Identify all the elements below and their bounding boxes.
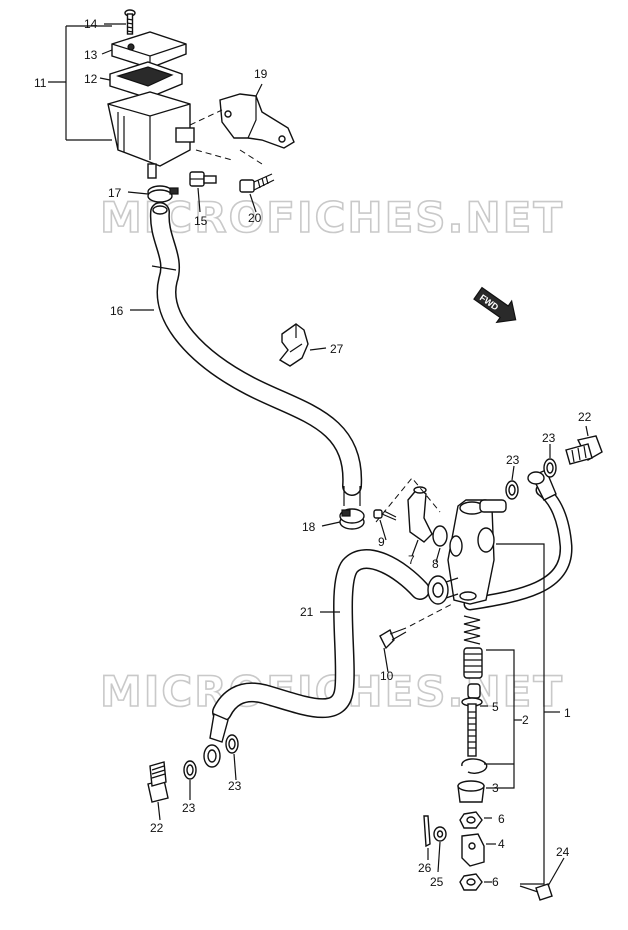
bolt-10 bbox=[379, 603, 453, 650]
label-20: 20 bbox=[248, 211, 262, 225]
part-labels: 11 12 13 14 17 15 20 19 16 27 18 21 9 7 … bbox=[34, 17, 592, 889]
label-23-d: 23 bbox=[228, 779, 242, 793]
banjo-bolt-22-upper bbox=[565, 435, 603, 465]
label-7: 7 bbox=[408, 553, 415, 567]
screw-9 bbox=[373, 509, 397, 521]
label-16: 16 bbox=[110, 304, 124, 318]
label-8: 8 bbox=[432, 557, 439, 571]
clevis-4 bbox=[461, 833, 485, 867]
label-5: 5 bbox=[492, 700, 499, 714]
reservoir-cap-13 bbox=[111, 31, 187, 69]
label-22-top: 22 bbox=[578, 410, 592, 424]
label-26: 26 bbox=[418, 861, 432, 875]
bolt-24 bbox=[519, 883, 553, 901]
label-3: 3 bbox=[492, 781, 499, 795]
label-15: 15 bbox=[194, 214, 208, 228]
label-25: 25 bbox=[430, 875, 444, 889]
boot-3 bbox=[457, 780, 485, 803]
hose-21 bbox=[212, 549, 430, 722]
label-12: 12 bbox=[84, 72, 98, 86]
label-18: 18 bbox=[302, 520, 316, 534]
label-19: 19 bbox=[254, 67, 268, 81]
reservoir-body-11 bbox=[107, 91, 195, 179]
label-13: 13 bbox=[84, 48, 98, 62]
label-27: 27 bbox=[330, 342, 344, 356]
spring bbox=[463, 615, 481, 645]
clamp-18 bbox=[339, 508, 365, 530]
piston-kit-2 bbox=[463, 647, 483, 699]
bolt-15 bbox=[189, 171, 217, 187]
banjo-fitting-lower bbox=[203, 713, 229, 768]
label-4: 4 bbox=[498, 837, 505, 851]
master-cylinder-1 bbox=[427, 499, 507, 605]
label-23-c: 23 bbox=[182, 801, 196, 815]
o-ring-8 bbox=[432, 525, 448, 547]
label-23-a: 23 bbox=[542, 431, 556, 445]
bracket-19 bbox=[189, 93, 295, 165]
hose-upper-right bbox=[463, 469, 573, 611]
label-9: 9 bbox=[378, 535, 385, 549]
label-21: 21 bbox=[300, 605, 314, 619]
hose-16 bbox=[149, 202, 363, 496]
clip-27 bbox=[278, 323, 309, 367]
nut-6-lower bbox=[459, 873, 483, 891]
reservoir-assembly bbox=[65, 9, 195, 179]
banjo-bolt-22-lower bbox=[147, 761, 169, 803]
label-6-upper: 6 bbox=[498, 812, 505, 826]
cotter-pin-26 bbox=[423, 815, 431, 848]
watermark-top: MICROFICHES.NET bbox=[100, 193, 564, 242]
push-rod-5 bbox=[461, 697, 483, 757]
label-23-b: 23 bbox=[506, 453, 520, 467]
label-2: 2 bbox=[522, 713, 529, 727]
fitting-7 bbox=[375, 477, 441, 543]
label-6-lower: 6 bbox=[492, 875, 499, 889]
clamp-17 bbox=[147, 185, 179, 203]
screw-14 bbox=[124, 9, 136, 35]
nut-6-upper bbox=[459, 811, 483, 829]
circlip bbox=[461, 758, 488, 774]
label-17: 17 bbox=[108, 186, 122, 200]
label-1: 1 bbox=[564, 706, 571, 720]
label-11: 11 bbox=[34, 76, 47, 90]
fwd-arrow: FWD bbox=[473, 286, 517, 324]
bolt-20 bbox=[239, 173, 275, 193]
label-22-bottom: 22 bbox=[150, 821, 164, 835]
label-10: 10 bbox=[380, 669, 394, 683]
leader-lines bbox=[48, 23, 589, 887]
bracket-11 bbox=[65, 25, 112, 141]
label-14: 14 bbox=[84, 17, 98, 31]
label-24: 24 bbox=[556, 845, 570, 859]
